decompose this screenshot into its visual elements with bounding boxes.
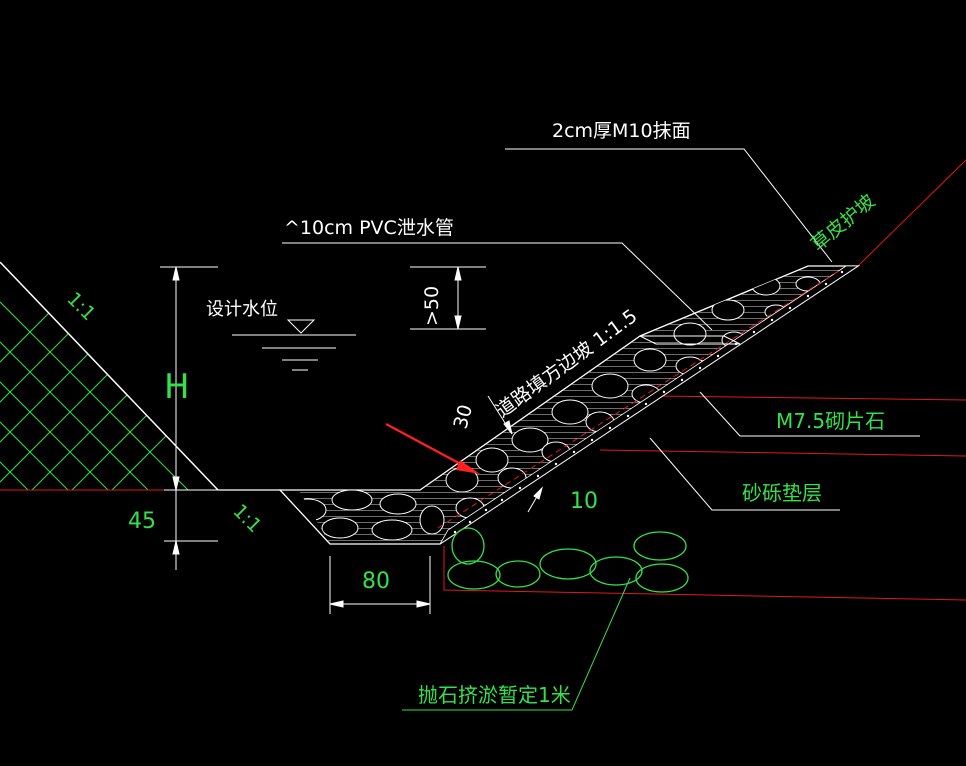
dimension-50	[410, 266, 486, 330]
label-dim-50: >50	[421, 286, 443, 326]
label-gravel-cushion: 砂砾垫层	[742, 481, 822, 505]
label-slope-1-1-left: 1:1	[62, 288, 99, 325]
label-design-water-level: 设计水位	[206, 299, 278, 320]
label-dim-30: 30	[450, 402, 478, 431]
left-embankment-edge	[0, 261, 219, 491]
label-grass-slope: 草皮护坡	[807, 190, 879, 256]
dimension-h	[160, 266, 218, 570]
dimension-30-10	[487, 395, 543, 513]
water-level-symbol	[232, 319, 356, 371]
label-slope-1-1-bottom: 1:1	[228, 500, 265, 537]
label-dim-80: 80	[362, 569, 390, 594]
leader-lines	[282, 148, 920, 511]
pvc-drain-pipe	[639, 335, 741, 345]
label-dim-h: H	[164, 367, 190, 407]
leader-riprap	[402, 577, 631, 711]
dimension-80	[329, 556, 431, 614]
riprap-stones	[447, 527, 689, 593]
label-rubble: M7.5砌片石	[776, 409, 885, 433]
label-pvc-drain: ^10cm PVC泄水管	[284, 217, 454, 239]
red-arrow	[385, 423, 480, 474]
label-riprap: 抛石挤淤暂定1米	[418, 683, 571, 707]
label-dim-10: 10	[570, 489, 598, 514]
label-mortar-surface: 2cm厚M10抹面	[552, 120, 691, 142]
label-dim-45: 45	[128, 509, 156, 534]
